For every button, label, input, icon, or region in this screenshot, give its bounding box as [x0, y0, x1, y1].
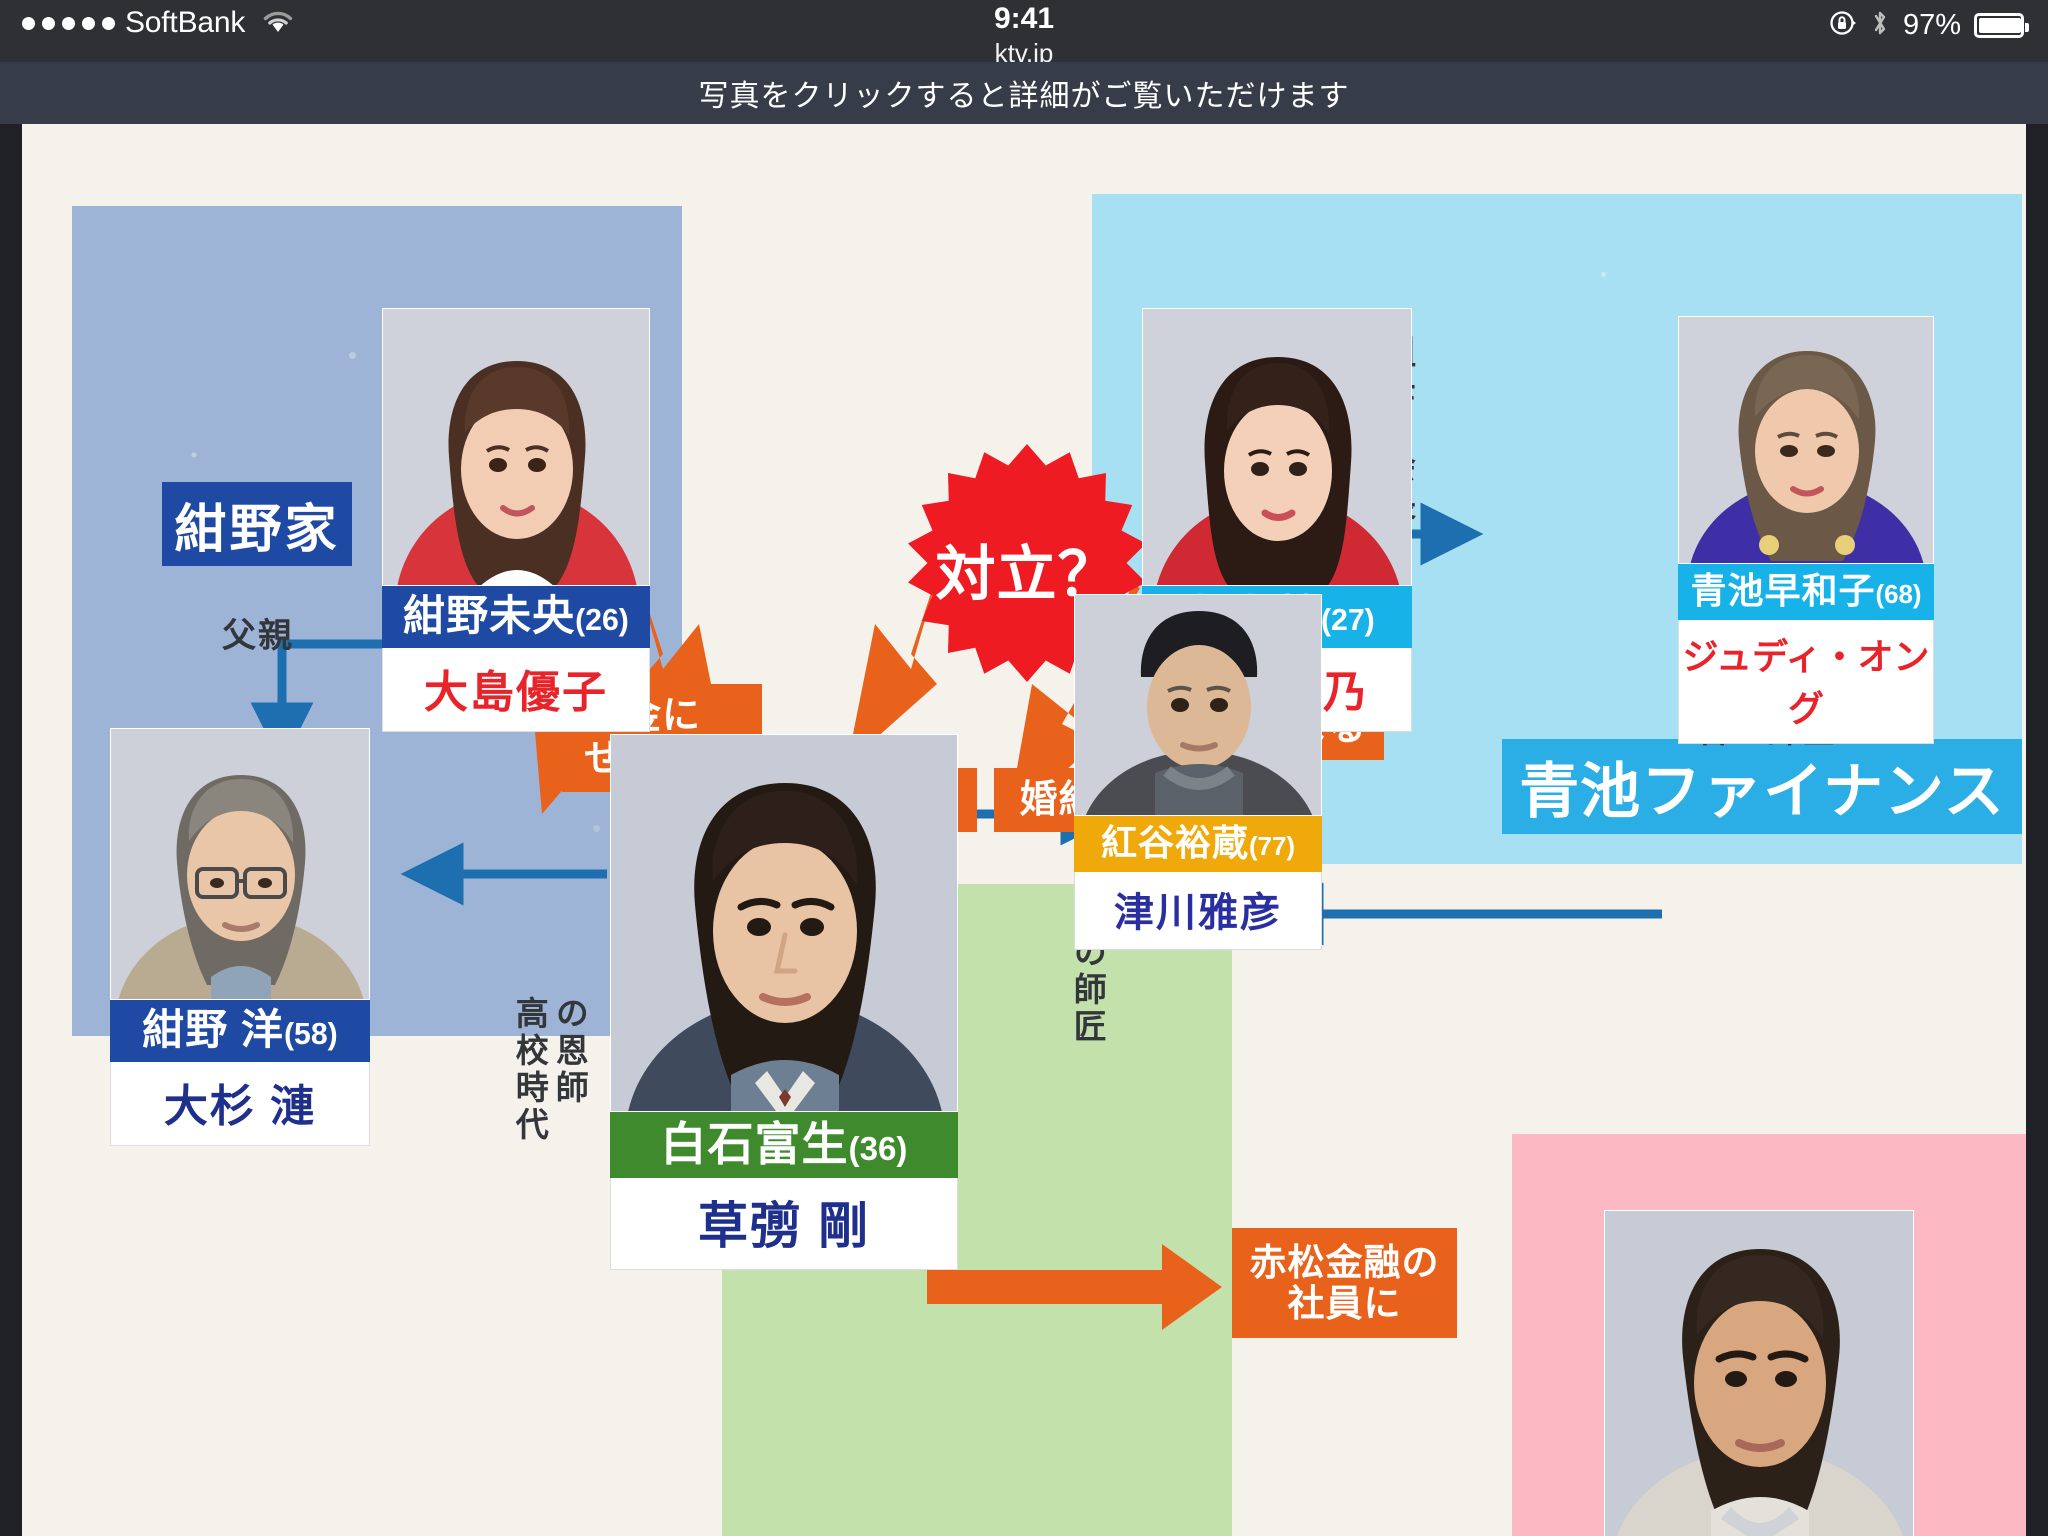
character-actor-konno-mio: 大島優子: [382, 648, 650, 732]
relation-label-chichioya: 父親: [222, 608, 294, 657]
character-card-akamatsu-man[interactable]: [1604, 1210, 1914, 1536]
relation-label-koukou-onshi-2: の恩師: [549, 996, 590, 1156]
battery-percent-label: 97%: [1902, 9, 1961, 41]
character-age-beniya-yuzo: (77): [1248, 833, 1296, 861]
status-bar-center: 9:41 ktv.jp: [0, 2, 2048, 69]
relation-label-akamatsu-kinyu-line1: 赤松金融の: [1249, 1241, 1440, 1283]
bluetooth-icon: [1870, 8, 1890, 43]
character-nameplate-konno-hiroshi: 紺野 洋(58): [110, 1000, 370, 1062]
character-photo-konno-hiroshi[interactable]: [110, 728, 370, 1000]
character-age-aoike-kozue: (27): [1320, 604, 1375, 637]
character-photo-konno-mio[interactable]: [382, 308, 650, 586]
character-actor-konno-hiroshi: 大杉 漣: [110, 1062, 370, 1146]
instruction-banner: 写真をクリックすると詳細がご覧いただけます: [0, 62, 2048, 124]
clock-label: 9:41: [993, 2, 1055, 35]
character-name-shiraishi-tomio: 白石富生: [660, 1118, 849, 1170]
character-name-konno-mio: 紺野未央: [403, 592, 576, 639]
character-nameplate-shiraishi-tomio: 白石富生(36): [610, 1112, 958, 1178]
character-nameplate-beniya-yuzo: 紅谷裕蔵(77): [1074, 816, 1322, 872]
character-photo-akamatsu-man[interactable]: [1604, 1210, 1914, 1536]
relation-label-akamatsu-kinyu: 赤松金融の 社員に: [1232, 1228, 1457, 1338]
rotation-lock-icon: [1829, 9, 1857, 42]
character-name-aoike-sawako: 青池早和子: [1690, 570, 1876, 611]
carrier-label: SoftBank: [125, 6, 246, 39]
character-card-aoike-sawako[interactable]: 青池早和子(68) ジュディ・オング: [1678, 316, 1934, 744]
relation-label-koukou-onshi-line2: の恩師: [551, 996, 589, 1107]
status-bar-right: 97%: [1829, 8, 2029, 43]
zone-label-aoike: 青池ファイナンス: [1502, 739, 2022, 834]
signal-strength-dots-icon: [22, 16, 115, 30]
character-name-konno-hiroshi: 紺野 洋: [142, 1006, 284, 1053]
character-name-beniya-yuzo: 紅谷裕蔵: [1100, 822, 1249, 863]
relation-label-koukou-onshi: 高校時代: [509, 996, 550, 1226]
character-age-shiraishi-tomio: (36): [848, 1131, 908, 1168]
relationship-chart: 対立？ 紺野家 青池ファイナンス 父親 祖母・会長 高校時代 の恩師 金貸しの師…: [22, 124, 2026, 1536]
character-photo-aoike-sawako[interactable]: [1678, 316, 1934, 564]
character-nameplate-konno-mio: 紺野未央(26): [382, 586, 650, 648]
zone-label-konno: 紺野家: [162, 482, 352, 566]
wifi-icon: [261, 8, 295, 39]
character-age-aoike-sawako: (68): [1875, 581, 1922, 609]
character-actor-aoike-sawako-text: ジュディ・オング: [1682, 636, 1930, 729]
zone-label-aoike-text: 青池ファイナンス: [1519, 758, 2005, 825]
character-card-beniya-yuzo[interactable]: 紅谷裕蔵(77) 津川雅彦: [1074, 594, 1322, 950]
character-photo-shiraishi-tomio[interactable]: [610, 734, 958, 1112]
relation-label-koukou-onshi-line1: 高校時代: [511, 996, 549, 1144]
character-actor-shiraishi-tomio-text: 草彅 剛: [698, 1198, 870, 1254]
character-card-shiraishi-tomio[interactable]: 白石富生(36) 草彅 剛: [610, 734, 958, 1270]
character-actor-shiraishi-tomio: 草彅 剛: [610, 1178, 958, 1270]
character-age-konno-mio: (26): [575, 604, 629, 637]
zone-label-konno-text: 紺野家: [174, 500, 340, 559]
relation-label-chichioya-text: 父親: [222, 617, 294, 655]
battery-icon: [1974, 13, 2029, 38]
ios-status-bar: SoftBank 9:41 ktv.jp 97%: [0, 0, 2048, 68]
character-actor-beniya-yuzo-text: 津川雅彦: [1114, 891, 1282, 935]
instruction-banner-text: 写真をクリックすると詳細がご覧いただけます: [698, 80, 1350, 113]
character-nameplate-aoike-sawako: 青池早和子(68): [1678, 564, 1934, 620]
character-card-konno-hiroshi[interactable]: 紺野 洋(58) 大杉 漣: [110, 728, 370, 1146]
status-bar-left: SoftBank: [22, 6, 295, 40]
character-card-konno-mio[interactable]: 紺野未央(26) 大島優子: [382, 308, 650, 732]
character-photo-beniya-yuzo[interactable]: [1074, 594, 1322, 816]
character-age-konno-hiroshi: (58): [283, 1018, 338, 1051]
character-photo-aoike-kozue[interactable]: [1142, 308, 1412, 586]
character-actor-beniya-yuzo: 津川雅彦: [1074, 872, 1322, 950]
relation-label-akamatsu-kinyu-line2: 社員に: [1287, 1283, 1402, 1324]
character-actor-konno-mio-text: 大島優子: [424, 668, 608, 717]
character-actor-konno-hiroshi-text: 大杉 漣: [163, 1082, 317, 1131]
character-actor-aoike-sawako: ジュディ・オング: [1678, 620, 1934, 744]
